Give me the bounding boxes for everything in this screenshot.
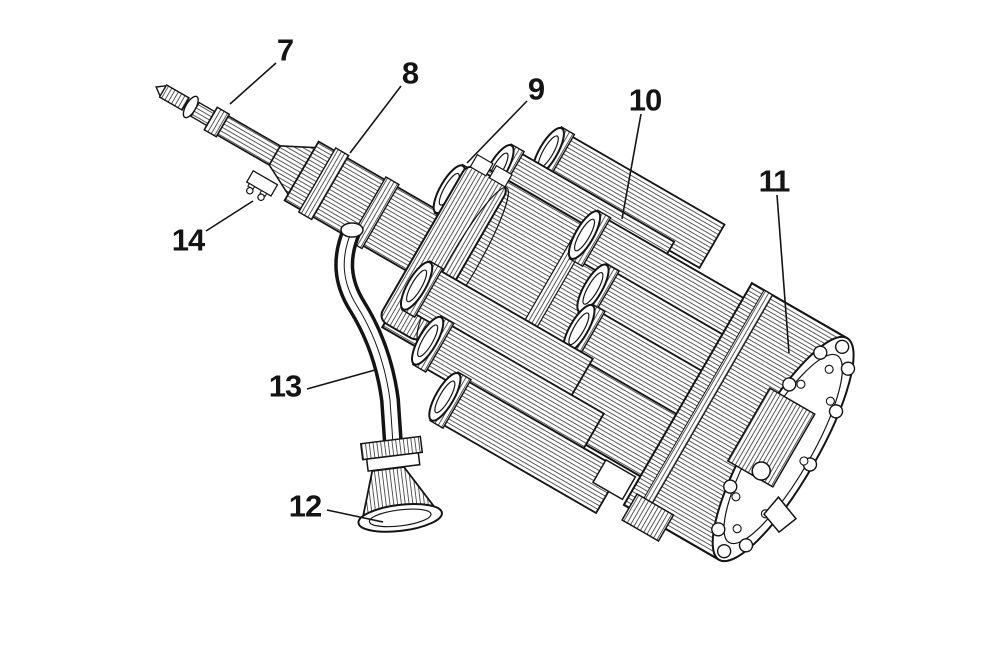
leader-lines bbox=[205, 62, 790, 523]
part-label-8: 8 bbox=[401, 55, 419, 91]
grease-fitting bbox=[245, 169, 279, 202]
feed-pipe bbox=[334, 222, 403, 445]
leader-line-14 bbox=[205, 200, 254, 232]
part-label-12: 12 bbox=[288, 488, 322, 524]
under-brackets bbox=[591, 458, 798, 543]
part-label-14: 14 bbox=[171, 222, 205, 258]
part-label-10: 10 bbox=[628, 82, 662, 118]
leader-line-8 bbox=[349, 85, 402, 154]
part-label-7: 7 bbox=[276, 32, 294, 68]
leader-line-11 bbox=[776, 194, 790, 354]
leader-line-12 bbox=[326, 509, 384, 523]
part-label-9: 9 bbox=[527, 71, 545, 107]
leader-line-9 bbox=[466, 100, 528, 164]
drive-shaft bbox=[155, 83, 450, 277]
part-label-11: 11 bbox=[758, 163, 791, 199]
breech-drum bbox=[622, 281, 856, 563]
bell-funnel bbox=[357, 466, 443, 533]
pipe-clamp bbox=[359, 435, 424, 472]
leader-line-7 bbox=[229, 62, 277, 105]
part-label-13: 13 bbox=[268, 368, 302, 404]
leader-line-10 bbox=[621, 113, 642, 220]
leader-line-13 bbox=[306, 369, 376, 390]
